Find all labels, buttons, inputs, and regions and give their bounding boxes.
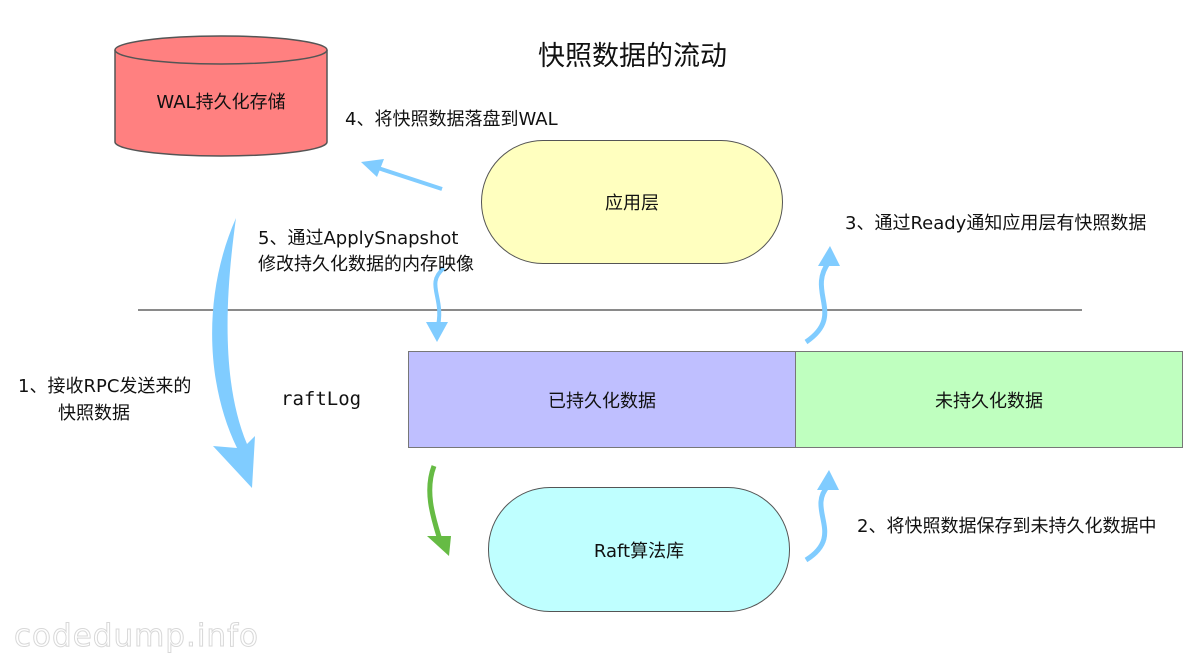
arrow-step1 <box>212 218 255 488</box>
unpersisted-data-label: 未持久化数据 <box>935 390 1043 412</box>
wal-cylinder-body <box>114 50 328 157</box>
arrow-step2 <box>804 470 839 563</box>
step5-label-line1: 5、通过ApplySnapshot <box>258 228 459 249</box>
persisted-data-label: 已持久化数据 <box>548 390 656 412</box>
app-layer-label: 应用层 <box>605 193 659 214</box>
step1-label-line2: 快照数据 <box>58 403 130 424</box>
raftlog-label: raftLog <box>281 388 362 410</box>
persisted-data-box: 已持久化数据 <box>408 351 796 448</box>
step4-label: 4、将快照数据落盘到WAL <box>345 109 558 130</box>
arrow-step3 <box>804 246 840 345</box>
arrow-green <box>427 465 451 556</box>
arrow-step4 <box>361 159 443 191</box>
unpersisted-data-box: 未持久化数据 <box>795 351 1183 448</box>
raft-lib-label: Raft算法库 <box>593 540 685 562</box>
raft-lib-node: Raft算法库 <box>488 487 790 612</box>
diagram-title: 快照数据的流动 <box>538 41 727 72</box>
arrow-step5 <box>426 266 448 342</box>
step5-label-line2: 修改持久化数据的内存映像 <box>258 254 474 275</box>
watermark: codedump.info <box>14 618 259 655</box>
step3-label: 3、通过Ready通知应用层有快照数据 <box>845 213 1147 234</box>
step2-label: 2、将快照数据保存到未持久化数据中 <box>857 516 1157 537</box>
step1-label-line1: 1、接收RPC发送来的 <box>18 376 192 397</box>
wal-storage-label: WAL持久化存储 <box>156 92 286 113</box>
app-layer-node: 应用层 <box>481 140 783 264</box>
wal-cylinder-top <box>114 35 328 65</box>
wal-cylinder <box>114 35 328 157</box>
